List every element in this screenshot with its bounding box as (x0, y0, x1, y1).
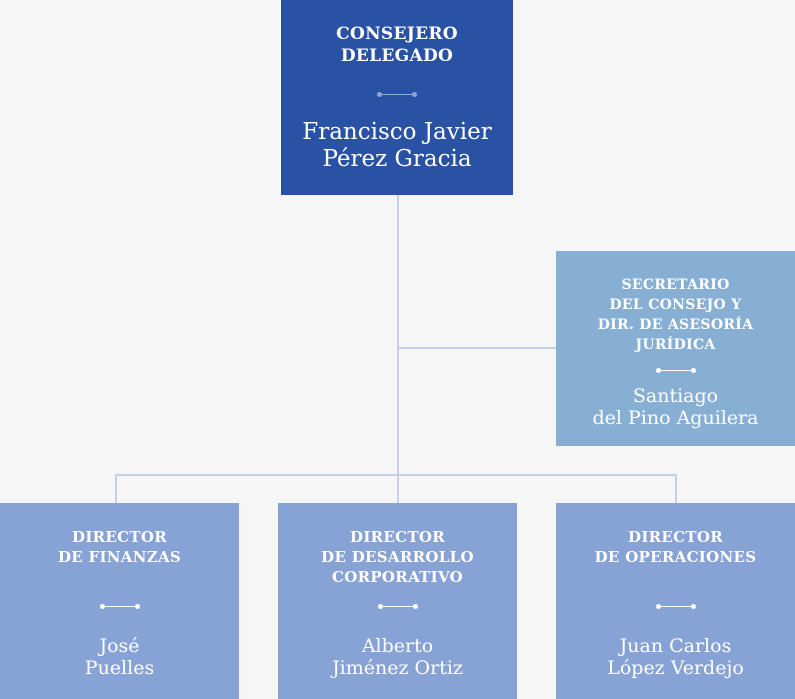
divider-icon (377, 603, 418, 609)
divider-icon (655, 603, 696, 609)
divider-icon (655, 367, 696, 373)
connector-directors-bar (115, 474, 677, 476)
connector-ceo-down (397, 195, 399, 476)
divider-icon (377, 91, 417, 97)
divider-icon (99, 603, 140, 609)
connector-secretary (398, 347, 556, 349)
connector-director-3 (675, 474, 677, 503)
connector-director-2 (397, 474, 399, 503)
connector-director-1 (115, 474, 117, 503)
